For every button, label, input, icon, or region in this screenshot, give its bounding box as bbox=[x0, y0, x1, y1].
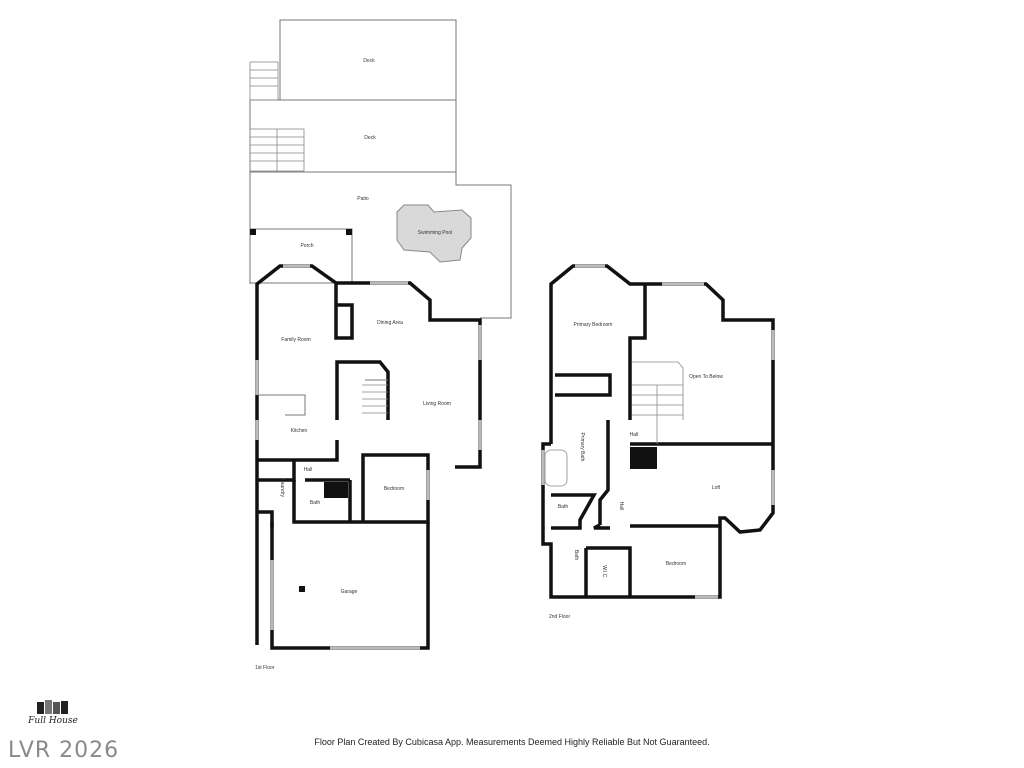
room-label-dining-area: Dining Area bbox=[377, 320, 403, 326]
room-label-bath-lower: Bath bbox=[573, 550, 579, 561]
second-floor-label: 2nd Floor bbox=[549, 614, 570, 620]
watermark: LVR 2026 bbox=[8, 738, 120, 763]
room-label-garage: Garage bbox=[341, 589, 358, 595]
room-label-primary-bedroom: Primary Bedroom bbox=[574, 322, 613, 328]
outdoor-areas bbox=[249, 19, 512, 319]
disclaimer-text: Floor Plan Created By Cubicasa App. Meas… bbox=[314, 737, 710, 747]
swimming-pool-shape bbox=[396, 204, 472, 263]
room-label-bath-small: Bath bbox=[558, 504, 569, 510]
interior-stairs-icon bbox=[362, 384, 388, 414]
room-label-living-room: Living Room bbox=[423, 401, 451, 407]
room-label-hall-upper: Hall bbox=[630, 432, 639, 438]
room-label-patio: Patio bbox=[357, 196, 369, 202]
second-floor-stairs-icon bbox=[632, 361, 684, 444]
room-label-bedroom-upper: Bedroom bbox=[666, 561, 686, 567]
room-label-deck-lower: Deck bbox=[364, 135, 376, 141]
room-label-primary-bath: Primary Bath bbox=[579, 433, 585, 462]
second-floor-walls bbox=[541, 264, 775, 599]
room-label-deck-upper: Deck bbox=[363, 58, 375, 64]
patio-outline bbox=[455, 172, 512, 319]
room-label-hall-side: Hall bbox=[618, 502, 624, 511]
porch-outline bbox=[249, 228, 353, 284]
room-label-porch: Porch bbox=[300, 243, 313, 249]
stairs-icon bbox=[249, 61, 305, 172]
room-label-family-room: Family Room bbox=[281, 337, 310, 343]
room-label-bedroom: Bedroom bbox=[384, 486, 404, 492]
room-labels: Deck Deck Patio Swimming Pool Porch Fami… bbox=[255, 58, 723, 671]
room-label-bath: Bath bbox=[310, 500, 321, 506]
first-floor-label: 1st Floor bbox=[255, 665, 275, 671]
first-floor-walls bbox=[255, 264, 482, 650]
full-house-logo: Full House bbox=[27, 700, 78, 726]
room-label-laundry: Laundry bbox=[279, 479, 285, 498]
room-label-hall: Hall bbox=[304, 467, 313, 473]
room-label-pool: Swimming Pool bbox=[418, 230, 452, 236]
room-label-open-to-below: Open To Below bbox=[689, 374, 723, 380]
svg-text:Full House: Full House bbox=[27, 716, 78, 726]
room-label-kitchen: Kitchen bbox=[291, 428, 308, 434]
room-label-loft: Loft bbox=[712, 485, 721, 491]
room-label-wic: W.I.C. bbox=[601, 565, 607, 579]
